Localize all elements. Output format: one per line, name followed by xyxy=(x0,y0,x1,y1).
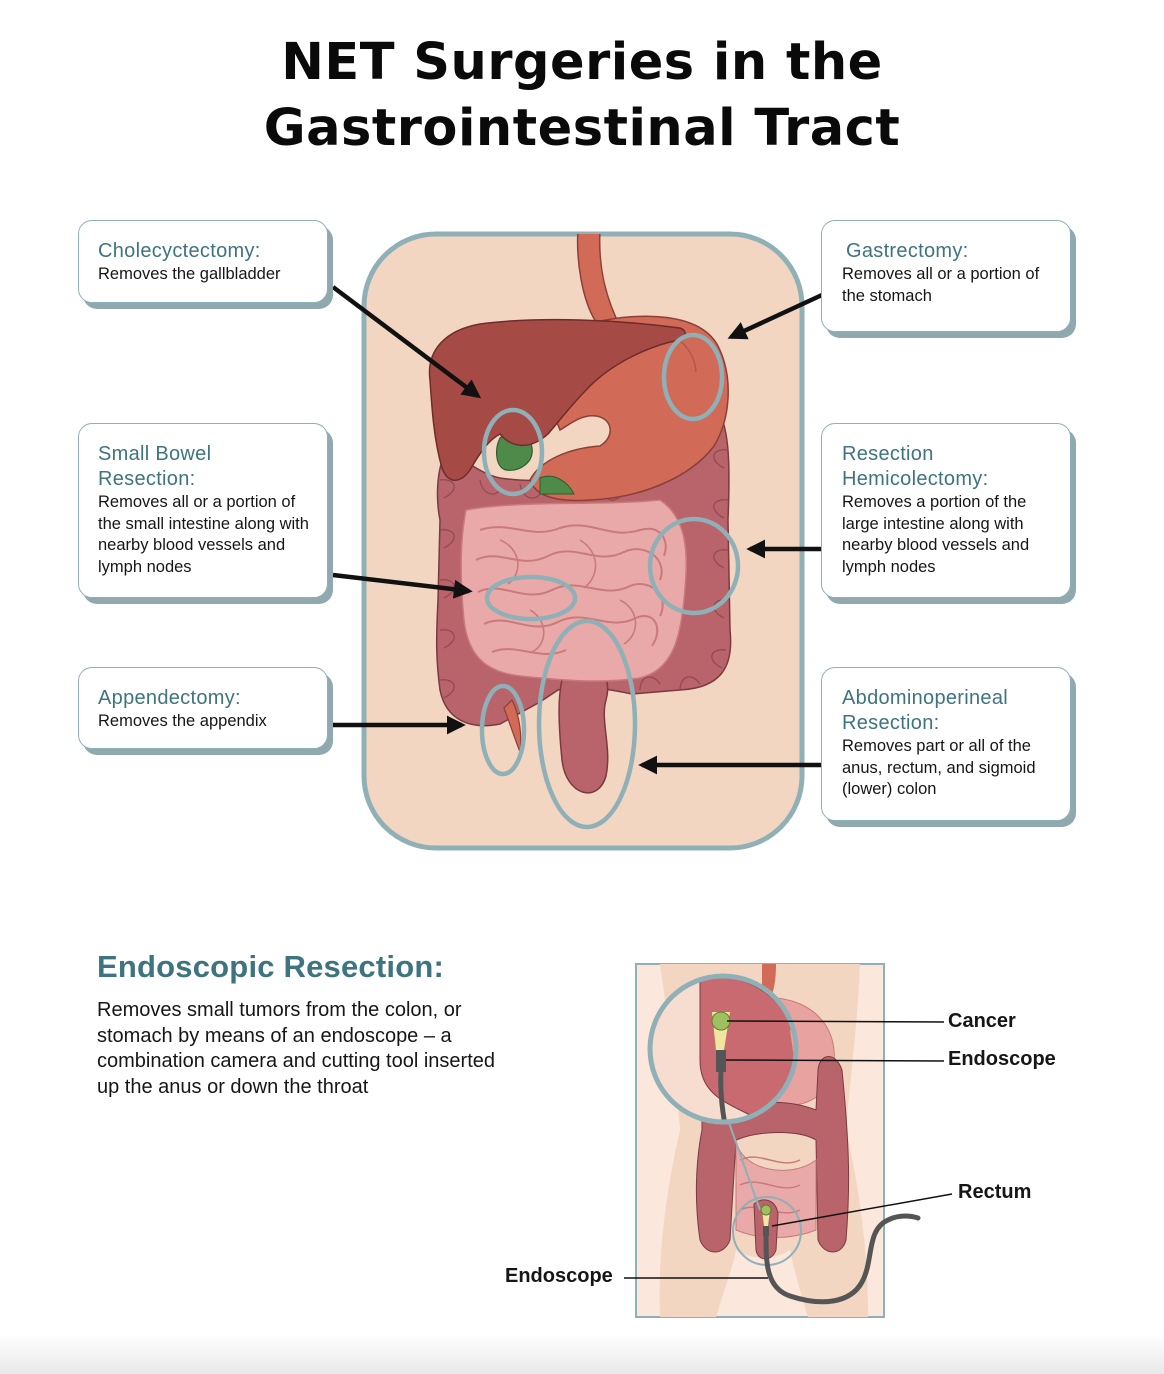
pointer-arrows xyxy=(331,285,823,775)
endoscopic-resection-heading: Endoscopic Resection: xyxy=(97,949,444,984)
hemicolectomy-desc: Removes a portion of the large intestine… xyxy=(842,493,1030,576)
abdominoperineal-heading: Abdominoperineal Resection: xyxy=(842,687,1009,734)
highlight-rings xyxy=(479,332,741,830)
endoscope-cable xyxy=(763,1213,921,1305)
ring-appendix xyxy=(479,683,527,777)
card-resection-hemicolectomy: Resection Hemicolectomy: Removes a porti… xyxy=(821,423,1071,598)
card-abdominoperineal-resection: Abdominoperineal Resection: Removes part… xyxy=(821,667,1071,821)
page-title-line-2: Gastrointestinal Tract xyxy=(263,99,901,158)
label-rectum: Rectum xyxy=(958,1181,1032,1203)
ring-stomach xyxy=(661,332,725,422)
label-endoscope-top: Endoscope xyxy=(948,1048,1056,1070)
endoscopic-resection-desc: Removes small tumors from the colon, or … xyxy=(97,999,496,1098)
card-appendectomy: Appendectomy: Removes the appendix xyxy=(78,667,328,749)
label-cancer: Cancer xyxy=(948,1010,1016,1032)
small-bowel-heading: Small Bowel Resection: xyxy=(98,443,212,490)
card-cholecystectomy: Cholecyctectomy: Removes the gallbladder xyxy=(78,220,328,303)
arrow-gastrectomy xyxy=(727,292,823,340)
ring-hemicolectomy xyxy=(647,516,741,616)
gastrectomy-heading: Gastrectomy: xyxy=(846,240,969,262)
colon-segments xyxy=(439,449,729,699)
appendectomy-desc: Removes the appendix xyxy=(98,712,267,730)
ring-gallbladder xyxy=(481,407,545,497)
callout-leaders xyxy=(624,1020,953,1279)
ring-rectum xyxy=(536,618,638,830)
page-bottom-shade xyxy=(0,1334,1164,1374)
small-bowel-desc: Removes all or a portion of the small in… xyxy=(98,493,309,576)
page-title-line-1: NET Surgeries in the xyxy=(281,33,883,92)
ring-small-bowel xyxy=(484,574,578,622)
cholecystectomy-desc: Removes the gallbladder xyxy=(98,265,281,283)
endoscopy-figure xyxy=(624,963,953,1318)
appendectomy-heading: Appendectomy: xyxy=(98,687,241,709)
abdominoperineal-desc: Removes part or all of the anus, rectum,… xyxy=(842,737,1036,798)
liver xyxy=(428,318,686,481)
cholecystectomy-heading: Cholecyctectomy: xyxy=(98,240,261,262)
card-small-bowel-resection: Small Bowel Resection: Removes all or a … xyxy=(78,423,328,598)
anatomy-panel xyxy=(361,231,805,851)
label-endoscope-bottom: Endoscope xyxy=(505,1265,613,1287)
hemicolectomy-heading: Resection Hemicolectomy: xyxy=(842,443,989,490)
card-gastrectomy: Gastrectomy: Removes all or a portion of… xyxy=(821,220,1071,332)
arrow-cholecystectomy xyxy=(331,285,482,399)
arrow-small-bowel xyxy=(332,572,473,599)
gastrectomy-desc: Removes all or a portion of the stomach xyxy=(842,265,1040,305)
